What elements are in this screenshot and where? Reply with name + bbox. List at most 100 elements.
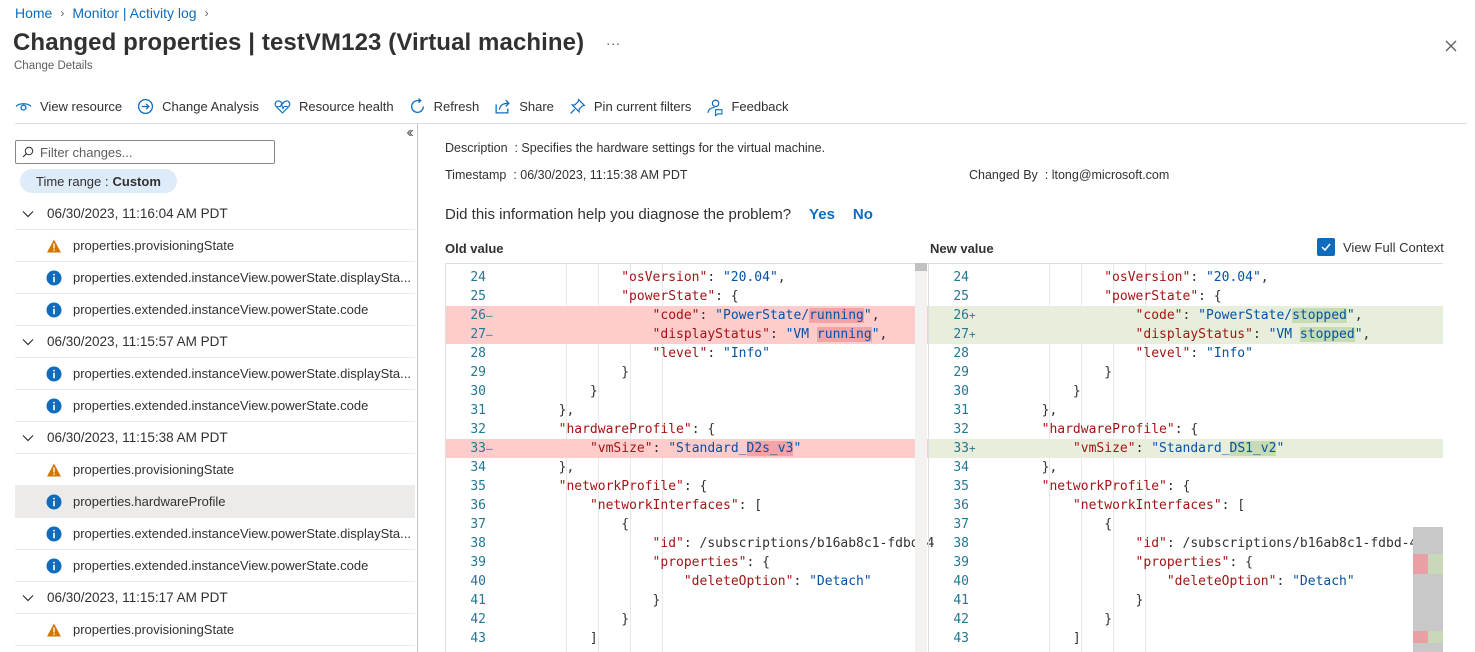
code-line: 39 "properties": { (929, 553, 1443, 572)
change-analysis-button[interactable]: Change Analysis (137, 98, 259, 115)
change-list-item[interactable]: properties.extended.instanceView.powerSt… (15, 294, 415, 326)
feedback-label: Feedback (731, 98, 789, 114)
filter-changes-input[interactable] (40, 144, 260, 160)
change-list-item[interactable]: properties.extended.instanceView.powerSt… (15, 390, 415, 422)
change-group-header[interactable]: 06/30/2023, 11:16:04 AM PDT (15, 198, 415, 230)
gutter-gap (496, 574, 527, 589)
chevron-down-icon (22, 594, 34, 601)
view-full-context-checkbox[interactable]: View Full Context (1317, 238, 1444, 256)
code-line: 40 "deleteOption": "Detach" (446, 572, 928, 591)
change-list-item[interactable]: properties.provisioningState (15, 230, 415, 262)
line-number: 25 (953, 289, 969, 304)
line-number: 28 (953, 346, 969, 361)
share-icon (495, 99, 510, 114)
info-icon (46, 270, 62, 285)
line-number: 42 (470, 612, 486, 627)
code-text: "properties": { (652, 555, 770, 570)
diff-marker: + (969, 328, 976, 341)
more-options-button[interactable]: ... (606, 32, 621, 48)
line-number: 29 (953, 365, 969, 380)
code-text: "deleteOption": "Detach" (683, 574, 872, 589)
code-text: } (527, 593, 661, 608)
gutter-gap (496, 403, 527, 418)
pin-icon (570, 97, 586, 114)
change-group-header[interactable]: 06/30/2023, 11:15:38 AM PDT (15, 422, 415, 454)
change-list-item[interactable]: properties.provisioningState (15, 454, 415, 486)
code-text: } (527, 365, 630, 380)
line-number: 24 (953, 270, 969, 285)
line-number: 27 (953, 327, 969, 342)
change-list-item[interactable]: properties.provisioningState (15, 614, 415, 646)
code-line: 41 } (446, 591, 928, 610)
yes-button[interactable]: Yes (809, 206, 835, 223)
refresh-button[interactable]: Refresh (409, 97, 479, 115)
description-label: Description (445, 141, 508, 155)
gutter-gap (496, 365, 527, 380)
line-number: 39 (953, 555, 969, 570)
code-line: 30 } (446, 382, 928, 401)
chevron-down-icon (22, 338, 34, 345)
old-editor-scrollbar[interactable] (915, 263, 927, 652)
info-icon (46, 398, 62, 413)
info-icon (46, 366, 62, 381)
view-full-context-label: View Full Context (1343, 239, 1444, 255)
code-line: 37 { (929, 515, 1443, 534)
breadcrumb-home[interactable]: Home (15, 5, 53, 21)
change-list-item[interactable]: properties.hardwareProfile (15, 486, 415, 518)
code-text: } (527, 384, 598, 399)
gutter-gap (979, 555, 1010, 570)
gutter-gap (496, 517, 527, 532)
old-value-editor[interactable]: 24 "osVersion": "20.04",25 "powerState":… (445, 263, 934, 652)
warning-icon (47, 239, 61, 252)
collapse-panel-button[interactable]: ‹‹ (406, 124, 413, 141)
change-list-item[interactable]: properties.extended.instanceView.powerSt… (15, 518, 415, 550)
line-number: 28 (470, 346, 486, 361)
old-value-title: Old value (445, 241, 504, 256)
code-text: ] (1010, 631, 1081, 646)
change-list-item[interactable]: properties.extended.instanceView.powerSt… (15, 262, 415, 294)
gutter-gap (979, 612, 1010, 627)
code-line: 34 }, (929, 458, 1443, 477)
new-editor-minimap[interactable] (1413, 263, 1443, 652)
eye-icon (15, 102, 32, 111)
diff-marker: — (486, 442, 493, 455)
change-list-item[interactable]: properties.extended.instanceView.powerSt… (15, 358, 415, 390)
change-group-header[interactable]: 06/30/2023, 11:15:17 AM PDT (15, 582, 415, 614)
view-resource-button[interactable]: View resource (15, 98, 122, 115)
gutter-gap (979, 327, 1010, 342)
pin-filters-button[interactable]: Pin current filters (569, 97, 691, 115)
breadcrumb-activity-log[interactable]: Monitor | Activity log (72, 5, 197, 21)
close-button[interactable] (1443, 38, 1459, 54)
code-line: 39 "properties": { (446, 553, 928, 572)
code-line: 34 }, (446, 458, 928, 477)
line-number: 26 (470, 308, 486, 323)
gutter-gap (496, 346, 527, 361)
change-group-header[interactable]: 06/30/2023, 11:15:57 AM PDT (15, 326, 415, 358)
no-button[interactable]: No (852, 206, 873, 223)
divider (15, 123, 1467, 124)
feedback-button[interactable]: Feedback (706, 98, 789, 117)
resource-health-button[interactable]: Resource health (274, 98, 394, 115)
change-item-label: properties.provisioningState (73, 622, 235, 637)
change-list-item[interactable]: properties.extended.instanceView.powerSt… (15, 550, 415, 582)
new-value-editor[interactable]: 24 "osVersion": "20.04",25 "powerState":… (928, 263, 1443, 652)
chevron-down-icon (22, 434, 34, 441)
gutter-gap (496, 384, 527, 399)
gutter-gap (979, 365, 1010, 380)
time-range-pill[interactable]: Time range : Custom (20, 169, 177, 193)
code-text: "displayStatus": "VM stopped", (1135, 327, 1371, 342)
gutter-gap (979, 574, 1010, 589)
share-button[interactable]: Share (494, 98, 554, 115)
changed-by-label: Changed By (969, 168, 1038, 182)
timestamp-label: Timestamp (445, 168, 507, 182)
code-text: "networkProfile": { (558, 479, 708, 494)
search-icon (22, 146, 34, 158)
code-line: 40 "deleteOption": "Detach" (929, 572, 1443, 591)
code-line: 35 "networkProfile": { (929, 477, 1443, 496)
code-line: 27— "displayStatus": "VM running", (446, 325, 928, 344)
heart-pulse-icon (274, 99, 291, 114)
scrollbar-thumb[interactable] (915, 263, 927, 271)
filter-changes-box[interactable] (15, 140, 275, 164)
line-number: 29 (470, 365, 486, 380)
